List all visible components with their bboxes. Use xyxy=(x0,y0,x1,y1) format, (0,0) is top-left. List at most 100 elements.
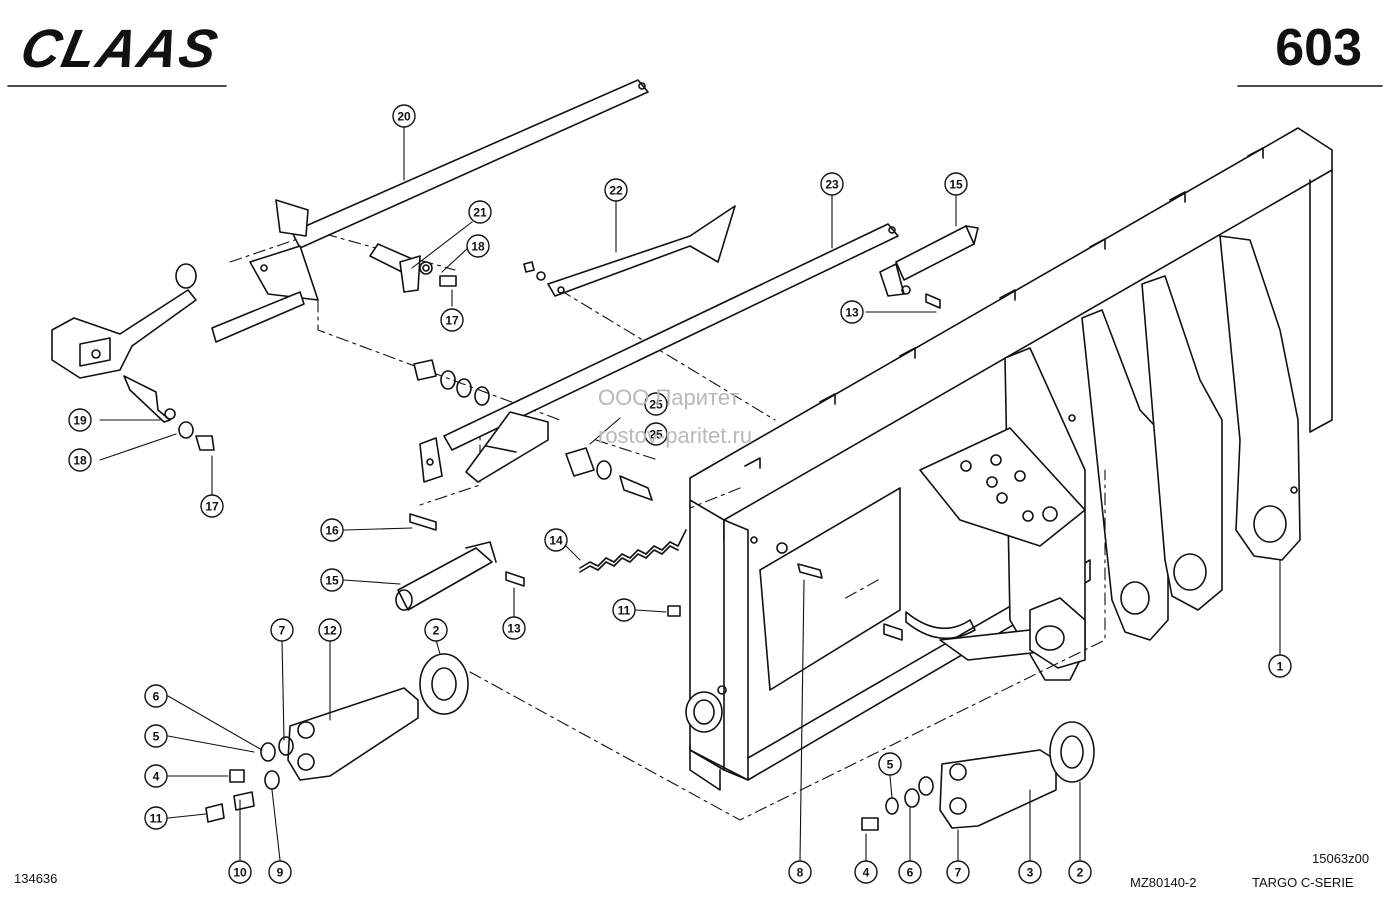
callout-circle xyxy=(604,178,628,202)
pivot-bracket xyxy=(905,427,1086,669)
callout-circle xyxy=(270,618,294,642)
callout-circle xyxy=(200,494,224,518)
watermark-company: ООО Паритет xyxy=(598,385,740,410)
callout-number: 18 xyxy=(471,240,485,254)
callout-bubble: 4 xyxy=(854,860,878,884)
callout-circle xyxy=(268,860,292,884)
callout-circle xyxy=(788,860,812,884)
callout-bubble: 15 xyxy=(944,172,968,196)
callout-circle xyxy=(898,860,922,884)
callout-circle xyxy=(466,234,490,258)
callout-circle xyxy=(144,764,168,788)
callout-bubble: 18 xyxy=(68,448,92,472)
bushing-and-bolt xyxy=(565,447,653,501)
callout-number: 17 xyxy=(445,314,459,328)
callout-number: 10 xyxy=(233,866,247,880)
callout-bubble: 10 xyxy=(228,860,252,884)
callout-number: 16 xyxy=(325,524,339,538)
callout-number: 20 xyxy=(397,110,411,124)
callout-bubble: 5 xyxy=(878,752,902,776)
callout-circle xyxy=(228,860,252,884)
callout-circle xyxy=(854,860,878,884)
callout-circle xyxy=(440,308,464,332)
callout-circle xyxy=(1018,860,1042,884)
callout-bubble: 11 xyxy=(612,598,636,622)
lever-22 xyxy=(523,205,736,297)
callout-number: 13 xyxy=(845,306,859,320)
callout-number: 3 xyxy=(1027,866,1034,880)
callout-bubble: 19 xyxy=(68,408,92,432)
pin-15-lower xyxy=(395,541,525,611)
callout-number: 11 xyxy=(150,812,163,826)
callout-circle xyxy=(502,616,526,640)
callout-number: 25 xyxy=(649,398,663,412)
callout-bubble: 23 xyxy=(820,172,844,196)
callout-bubble: 17 xyxy=(440,308,464,332)
callout-bubble: 17 xyxy=(200,494,224,518)
callout-number: 7 xyxy=(279,624,286,638)
callout-circle xyxy=(840,300,864,324)
lever-20 xyxy=(211,79,649,343)
callout-bubble: 6 xyxy=(898,860,922,884)
callout-circle xyxy=(144,724,168,748)
main-frame xyxy=(685,127,1333,791)
callout-circle xyxy=(644,422,668,446)
callout-bubble: 25 xyxy=(644,422,668,446)
callout-bubble: 2 xyxy=(424,618,448,642)
callout-circle xyxy=(68,408,92,432)
callout-bubble: 13 xyxy=(502,616,526,640)
footer-drawing-code: 15063z00 xyxy=(1312,851,1370,866)
callout-number: 7 xyxy=(955,866,962,880)
callout-circle xyxy=(424,618,448,642)
callout-number: 17 xyxy=(205,500,219,514)
callout-number: 15 xyxy=(325,574,339,588)
spring-14 xyxy=(579,529,687,573)
callout-bubble: 13 xyxy=(840,300,864,324)
callout-circle xyxy=(1268,654,1292,678)
callout-number: 6 xyxy=(153,690,160,704)
hydraulic-cylinder xyxy=(51,263,197,423)
callout-bubble: 7 xyxy=(270,618,294,642)
footer-left-code: 134636 xyxy=(14,871,58,886)
callout-number: 19 xyxy=(73,414,87,428)
callout-bubble: 21 xyxy=(468,200,492,224)
callout-bubble: 20 xyxy=(392,104,416,128)
callout-circle xyxy=(1068,860,1092,884)
pin-group-right xyxy=(861,721,1095,831)
callout-number: 14 xyxy=(549,534,563,548)
callout-number: 25 xyxy=(649,428,663,442)
callout-circle xyxy=(820,172,844,196)
callout-number: 1 xyxy=(1277,660,1284,674)
callout-bubble: 5 xyxy=(144,724,168,748)
callout-bubble: 12 xyxy=(318,618,342,642)
callout-circle xyxy=(392,104,416,128)
callout-circle xyxy=(320,518,344,542)
callout-circle xyxy=(612,598,636,622)
callout-circle xyxy=(468,200,492,224)
callout-number: 2 xyxy=(1077,866,1084,880)
callout-number: 22 xyxy=(609,184,623,198)
callout-circle xyxy=(944,172,968,196)
callout-number: 23 xyxy=(825,178,839,192)
callout-circle xyxy=(144,684,168,708)
callout-circle xyxy=(144,806,168,830)
callout-bubble: 4 xyxy=(144,764,168,788)
callout-number: 2 xyxy=(433,624,440,638)
callout-bubble: 11 xyxy=(144,806,168,830)
small-fasteners xyxy=(178,421,903,641)
callout-bubble: 3 xyxy=(1018,860,1042,884)
callout-number: 8 xyxy=(797,866,804,880)
callout-bubble: 15 xyxy=(320,568,344,592)
callout-bubble: 16 xyxy=(320,518,344,542)
callout-bubble: 2 xyxy=(1068,860,1092,884)
callout-bubble: 8 xyxy=(788,860,812,884)
callout-number: 4 xyxy=(153,770,160,784)
footer-series: TARGO C-SERIE xyxy=(1252,875,1354,890)
pin-group-left xyxy=(205,653,469,823)
callout-bubble: 1 xyxy=(1268,654,1292,678)
callout-circle xyxy=(68,448,92,472)
callout-number: 5 xyxy=(153,730,160,744)
page-number: 603 xyxy=(1275,19,1362,77)
callout-number: 9 xyxy=(277,866,284,880)
